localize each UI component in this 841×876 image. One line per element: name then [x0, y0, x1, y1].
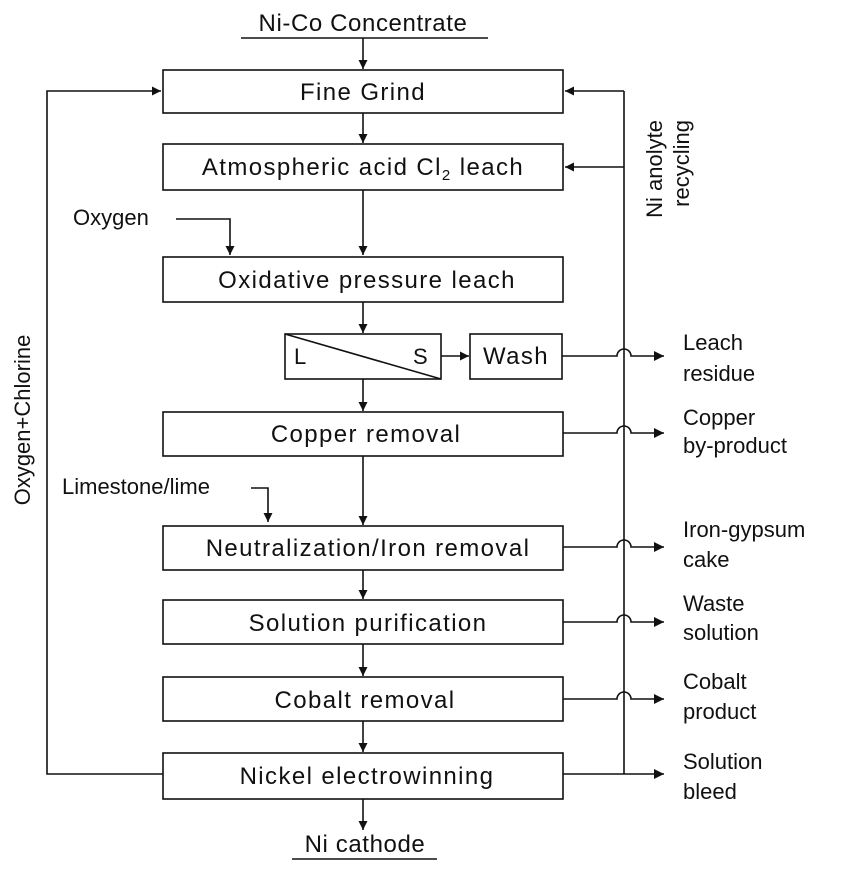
fine-grind-label: Fine Grind [300, 79, 426, 106]
stream-leach-residue [562, 348, 664, 361]
step-atmospheric-leach [162, 143, 564, 191]
product-label-line1: Iron-gypsum [683, 517, 805, 542]
product-label-line2: bleed [683, 779, 737, 804]
product-solution-bleed: Solution bleed [683, 749, 763, 804]
oxygen-chlorine-recycle-line [46, 86, 163, 775]
stream-copper-byproduct [563, 425, 664, 438]
step-cobalt-removal [162, 676, 564, 722]
neutralization-label: Neutralization/Iron removal [206, 535, 531, 562]
separator-diagonal [284, 333, 442, 380]
pressure-leach-label: Oxidative pressure leach [218, 267, 516, 294]
oxygen-feed-line [176, 218, 235, 255]
anolyte-recycle-line1: Ni anolyte [642, 120, 667, 218]
product-label-line1: Solution [683, 749, 763, 774]
product-iron-gypsum: Iron-gypsum cake [683, 517, 805, 572]
step-neutralization [162, 525, 564, 571]
product-label-line1: Copper [683, 405, 755, 430]
electrowinning-label: Nickel electrowinning [240, 763, 495, 790]
output-label: Ni cathode [305, 831, 426, 858]
product-label-line2: by-product [683, 433, 787, 458]
step-fine-grind [162, 69, 564, 114]
product-label-line2: product [683, 699, 756, 724]
step-wash [469, 333, 563, 380]
product-waste-solution: Waste solution [683, 591, 759, 645]
input-label: Ni-Co Concentrate [259, 10, 468, 37]
product-cobalt: Cobalt product [683, 669, 756, 724]
atmospheric-leach-prefix: Atmospheric acid Cl [202, 154, 442, 181]
cobalt-removal-label: Cobalt removal [274, 687, 455, 714]
step-nickel-electrowinning [162, 752, 564, 800]
anolyte-recycle-label: Ni anolyterecycling [642, 120, 694, 218]
product-label-line2: residue [683, 361, 755, 386]
separator-solid-label: S [413, 344, 428, 369]
copper-removal-label: Copper removal [271, 421, 461, 448]
separator-liquid-label: L [294, 344, 306, 369]
product-copper-byproduct: Copper by-product [683, 405, 787, 458]
step-copper-removal [162, 411, 564, 457]
product-leach-residue: Leach residue [683, 330, 755, 386]
oxygen-chlorine-label: Oxygen+Chlorine [10, 335, 35, 506]
product-label-line2: cake [683, 547, 729, 572]
stream-iron-gypsum [563, 539, 664, 552]
step-pressure-leach [162, 256, 564, 303]
wash-label: Wash [483, 343, 549, 370]
stream-waste-solution [563, 614, 664, 627]
stream-cobalt-product [563, 691, 664, 704]
atmospheric-leach-suffix: leach [452, 154, 524, 181]
limestone-label: Limestone/lime [62, 474, 210, 499]
product-label-line1: Leach [683, 330, 743, 355]
product-label-line1: Waste [683, 591, 745, 616]
atmospheric-leach-label: Atmospheric acid Cl2 leach [202, 154, 524, 184]
oxygen-label: Oxygen [73, 205, 149, 230]
atmospheric-leach-subscript: 2 [442, 167, 452, 184]
product-label-line2: solution [683, 620, 759, 645]
anolyte-recycle-line2: recycling [669, 120, 694, 207]
product-label-line1: Cobalt [683, 669, 747, 694]
solution-purification-label: Solution purification [249, 610, 488, 637]
limestone-feed-line [251, 487, 273, 522]
